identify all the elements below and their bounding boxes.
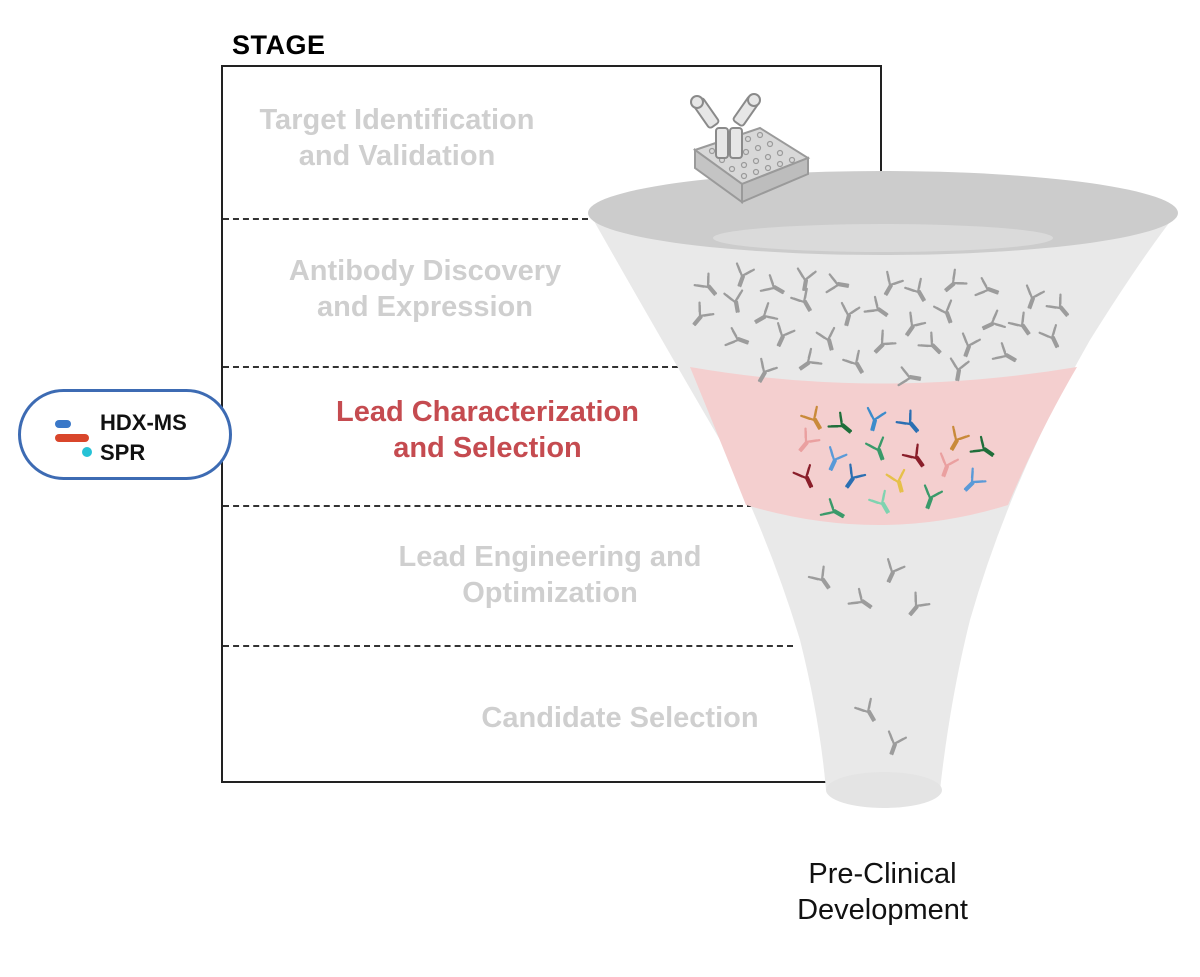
divider-4	[223, 645, 793, 647]
stage-label-line: Optimization	[462, 577, 638, 609]
stage-label-line: Antibody Discovery	[288, 255, 562, 287]
stage-label-line: and Expression	[317, 291, 533, 323]
divider-1	[223, 218, 588, 220]
stage-label-line: Lead Engineering and	[398, 541, 702, 573]
output-label-line: Development	[797, 894, 968, 926]
stage-candidate-selection: Candidate Selection	[455, 700, 785, 736]
divider-3	[223, 505, 753, 507]
output-label-line: Pre-Clinical	[808, 858, 957, 890]
stage-label-line: Candidate Selection	[481, 702, 759, 734]
stage-label-line: Lead Characterization	[336, 396, 639, 428]
stage-label-line: and Validation	[298, 140, 496, 172]
stage-lead-characterization: Lead Characterization and Selection	[300, 394, 675, 466]
output-label: Pre-Clinical Development	[770, 856, 995, 928]
divider-2	[223, 366, 688, 368]
stage-label-line: and Selection	[393, 432, 582, 464]
active-stage-band	[690, 367, 1077, 525]
method-spr: SPR	[100, 440, 146, 465]
stage-label-line: Target Identification	[259, 104, 535, 136]
methods-pill: HDX-MS SPR	[18, 389, 232, 480]
antibody-on-plate-icon	[690, 93, 811, 204]
stage-heading: STAGE	[232, 30, 326, 60]
method-hdx-ms: HDX-MS	[100, 410, 187, 435]
stage-lead-engineering: Lead Engineering and Optimization	[375, 539, 725, 611]
stage-antibody-discovery: Antibody Discovery and Expression	[265, 253, 585, 325]
stage-target-identification: Target Identification and Validation	[232, 102, 562, 174]
methods-legend-icon	[55, 420, 92, 457]
